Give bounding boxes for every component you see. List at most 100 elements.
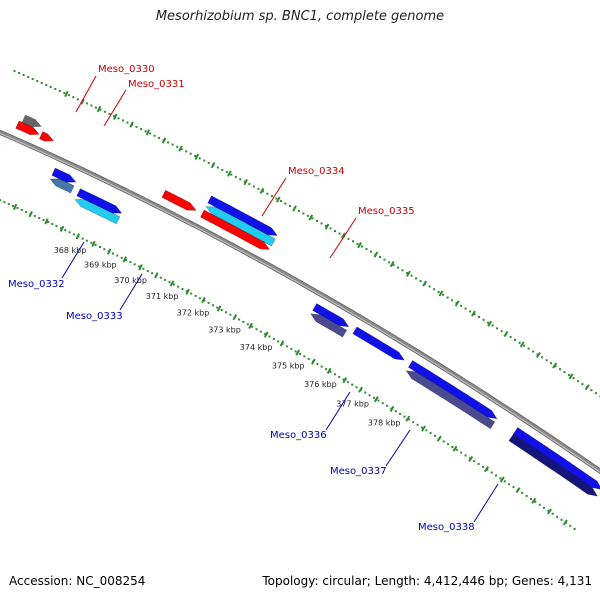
meso-0336-leader-line [325, 391, 351, 431]
outer-ruler-dot [568, 374, 570, 377]
map-title: Mesorhizobium sp. BNC1, complete genome [155, 9, 445, 24]
inner-ruler-dot [238, 318, 241, 321]
meso-0336-gene-arrow [310, 313, 348, 338]
outer-ruler-dash [406, 270, 411, 277]
inner-ruler-dot [560, 518, 563, 521]
inner-ruler-dash [468, 455, 474, 462]
outer-ruler-dot [144, 130, 147, 133]
inner-ruler-dot [129, 261, 132, 264]
outer-ruler-dot [523, 344, 526, 347]
inner-ruler-dash [421, 425, 426, 432]
meso-0338-label: Meso_0338 [418, 522, 475, 533]
meso-0335-gene-arrow [200, 209, 271, 250]
outer-ruler-dash [161, 137, 167, 144]
tick-label-370-kbp: 370 kbp [114, 276, 147, 285]
outer-ruler-dash [503, 330, 509, 338]
inner-ruler-dot [94, 243, 97, 246]
inner-ruler-dot [255, 328, 258, 331]
inner-ruler-dot [290, 347, 293, 350]
outer-ruler-dash [129, 121, 134, 128]
outer-ruler-dot [437, 291, 440, 293]
inner-ruler-dot [364, 391, 367, 394]
meso-0333-gene-arrow [74, 199, 121, 225]
inner-ruler-dot [451, 446, 454, 448]
inner-ruler-dot [264, 333, 267, 335]
inner-ruler-dot [25, 211, 28, 213]
inner-ruler-dot [81, 237, 84, 240]
outer-ruler-dot [171, 143, 174, 146]
meso-0332-label: Meso_0332 [8, 279, 65, 290]
outer-ruler-dot [279, 200, 282, 202]
inner-ruler-dash [75, 233, 81, 240]
outer-ruler-dot [288, 205, 291, 207]
inner-ruler-dash [279, 340, 285, 347]
inner-ruler-dash [185, 288, 190, 295]
outer-ruler-dash [438, 290, 444, 297]
outer-ruler-dot [536, 353, 539, 356]
inner-ruler-dash [263, 331, 269, 338]
inner-ruler-dot [412, 421, 415, 424]
inner-ruler-dot [181, 288, 184, 290]
outer-ruler-dash [80, 98, 85, 105]
outer-ruler-dot [370, 250, 372, 253]
inner-ruler-dot [547, 509, 550, 512]
outer-ruler-dot [442, 293, 445, 296]
unlabeled-c1-gene-arrow [205, 206, 276, 247]
inner-ruler-dot [20, 209, 23, 211]
outer-ruler-dash [552, 362, 558, 369]
meso-0336-label: Meso_0336 [270, 430, 327, 441]
outer-ruler-dot [460, 304, 463, 307]
meso-0338-gene-arrow [405, 370, 496, 430]
outer-ruler-dot [365, 248, 368, 251]
outer-ruler-dot [572, 377, 575, 380]
outer-ruler-dot [325, 225, 327, 227]
meso-0335-leader-line [329, 217, 357, 259]
outer-ruler-dash [178, 145, 183, 152]
inner-ruler-dot [482, 465, 484, 468]
inner-ruler-dot [151, 272, 154, 275]
inner-ruler-dot [508, 483, 511, 486]
inner-ruler-dash [342, 377, 348, 384]
outer-ruler-dot [590, 389, 593, 392]
outer-ruler-dot [85, 102, 88, 105]
meso-0334-gene-arrow [161, 189, 197, 211]
unlabeled-b2-gene-arrow [76, 188, 123, 214]
inner-ruler-dot [246, 323, 249, 326]
inner-ruler-dash [248, 322, 253, 329]
outer-ruler-dot [392, 263, 395, 266]
inner-ruler-dot [442, 440, 445, 443]
inner-ruler-dash [358, 386, 363, 393]
inner-ruler-dot [33, 215, 36, 217]
inner-ruler-dot [64, 229, 67, 232]
inner-ruler-dot [133, 263, 136, 266]
outer-ruler-dot [63, 92, 66, 95]
outer-ruler-dash [96, 105, 102, 113]
outer-ruler-dot [140, 128, 143, 131]
inner-ruler-dash [44, 218, 49, 225]
inner-ruler-dot [294, 350, 297, 353]
gene-labels-layer: Meso_0330Meso_0331Meso_0332Meso_0333Meso… [8, 64, 499, 533]
inner-ruler-dash [106, 248, 112, 255]
backbone-highlight [0, 132, 600, 473]
outer-ruler-dash [243, 179, 248, 186]
inner-ruler-dot [142, 267, 145, 270]
outer-ruler-dash [308, 214, 314, 221]
meso-0331-leader-line [103, 89, 127, 127]
inner-ruler-dash [389, 405, 395, 413]
inner-ruler-dash [122, 256, 128, 263]
outer-ruler-dot [31, 78, 34, 80]
unlabeled-c2-gene-arrow [207, 195, 278, 236]
inner-ruler-dot [120, 256, 123, 259]
outer-ruler-dot [388, 261, 390, 264]
outer-ruler-dot [284, 202, 287, 205]
inner-ruler-dot [112, 252, 114, 255]
outer-ruler-dash [113, 113, 118, 120]
meso-0330-gene-arrow [21, 114, 42, 128]
outer-ruler-dot [275, 197, 278, 200]
outer-ruler-dot [401, 269, 404, 272]
meso-0338-leader-line [473, 483, 499, 523]
inner-ruler-dot [12, 205, 15, 207]
inner-ruler-dot [164, 278, 167, 281]
outer-ruler-dash [584, 384, 590, 391]
inner-ruler-dot [342, 378, 345, 381]
